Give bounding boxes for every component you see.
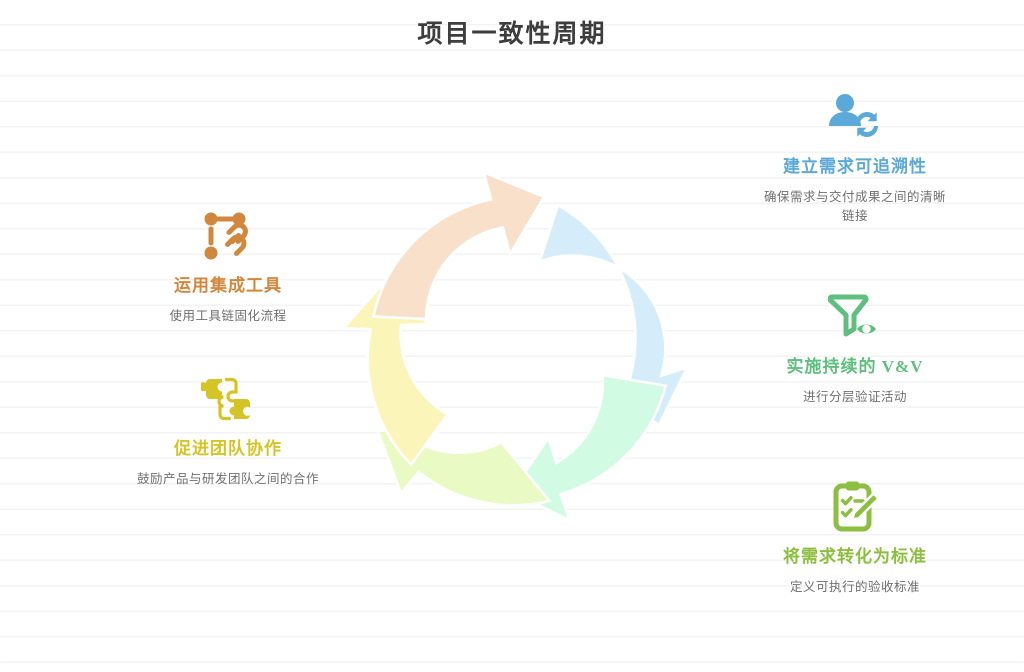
clipboard-check-pencil-icon xyxy=(829,481,881,533)
item-title: 实施持续的 V&V xyxy=(786,357,924,376)
funnel-eye-icon xyxy=(828,293,882,341)
cycle-diagram xyxy=(296,135,726,565)
page-title: 项目一致性周期 xyxy=(417,21,607,48)
item-continuous-vv[interactable]: 实施持续的 V&V 进行分层验证活动 xyxy=(740,286,970,407)
puzzle-pieces-icon xyxy=(201,373,255,425)
item-title: 建立需求可追溯性 xyxy=(783,157,927,176)
nodes-chain-link-icon xyxy=(202,211,254,261)
cycle-segment-peach xyxy=(371,170,546,321)
icon-wrap xyxy=(740,476,970,538)
item-description: 确保需求与交付成果之间的清晰链接 xyxy=(763,189,946,223)
icon-wrap xyxy=(113,205,343,267)
icon-wrap xyxy=(740,286,970,348)
item-description: 使用工具链固化流程 xyxy=(169,308,287,323)
icon-wrap xyxy=(113,368,343,430)
item-title: 将需求转化为标准 xyxy=(783,547,927,566)
item-traceability[interactable]: 建立需求可追溯性 确保需求与交付成果之间的清晰链接 xyxy=(740,86,970,225)
icon-wrap xyxy=(740,86,970,148)
cycle-segment-mint xyxy=(509,373,668,523)
cycle-segment-blue xyxy=(537,203,690,427)
item-team-collaboration[interactable]: 促进团队协作 鼓励产品与研发团队之间的合作 xyxy=(113,368,343,489)
item-title: 促进团队协作 xyxy=(174,439,282,458)
item-description: 进行分层验证活动 xyxy=(802,389,907,404)
item-description: 鼓励产品与研发团队之间的合作 xyxy=(136,471,319,486)
person-sync-icon xyxy=(827,92,883,142)
item-title: 运用集成工具 xyxy=(174,276,282,295)
item-requirements-to-standards[interactable]: 将需求转化为标准 定义可执行的验收标准 xyxy=(740,476,970,597)
item-integration-tools[interactable]: 运用集成工具 使用工具链固化流程 xyxy=(113,205,343,326)
item-description: 定义可执行的验收标准 xyxy=(789,579,920,594)
